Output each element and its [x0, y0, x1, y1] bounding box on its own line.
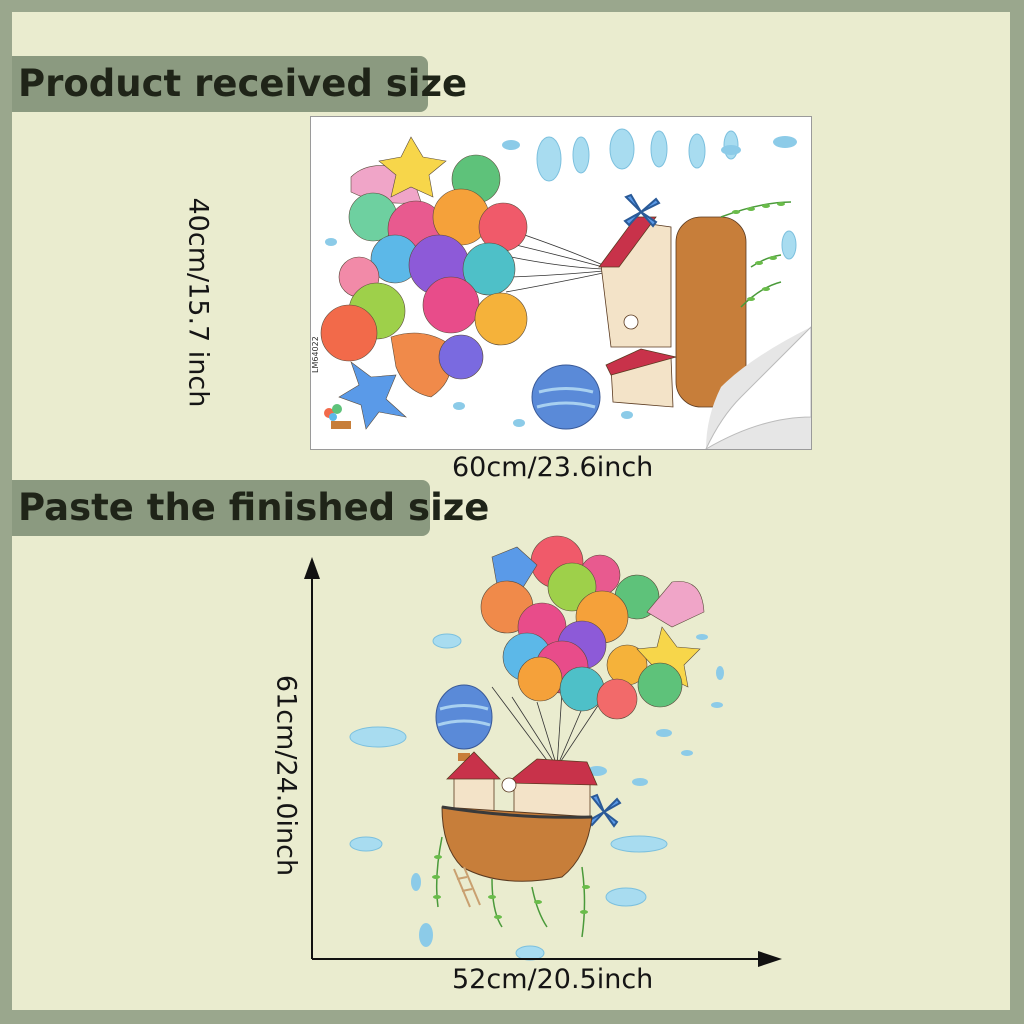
- paste-finished-size-heading: Paste the finished size: [12, 480, 489, 536]
- sheet-product-code: LM64022: [311, 336, 320, 373]
- product-received-size-heading: Product received size: [12, 56, 467, 112]
- sticker-sheet-artwork: [320, 128, 811, 449]
- product-width-label: 60cm/23.6inch: [452, 452, 654, 483]
- right-arrow-icon: [758, 951, 782, 967]
- finished-width-label: 52cm/20.5inch: [452, 964, 654, 995]
- up-arrow-icon: [304, 557, 320, 579]
- finished-decal-artwork: [349, 535, 724, 961]
- sticker-sheet-image: LM64022: [310, 116, 812, 450]
- product-height-label: 40cm/15.7 inch: [182, 197, 214, 408]
- finished-height-label: 61cm/24.0inch: [270, 674, 302, 877]
- page-frame: Product received size: [12, 12, 1010, 1010]
- dimension-axes: [304, 557, 782, 967]
